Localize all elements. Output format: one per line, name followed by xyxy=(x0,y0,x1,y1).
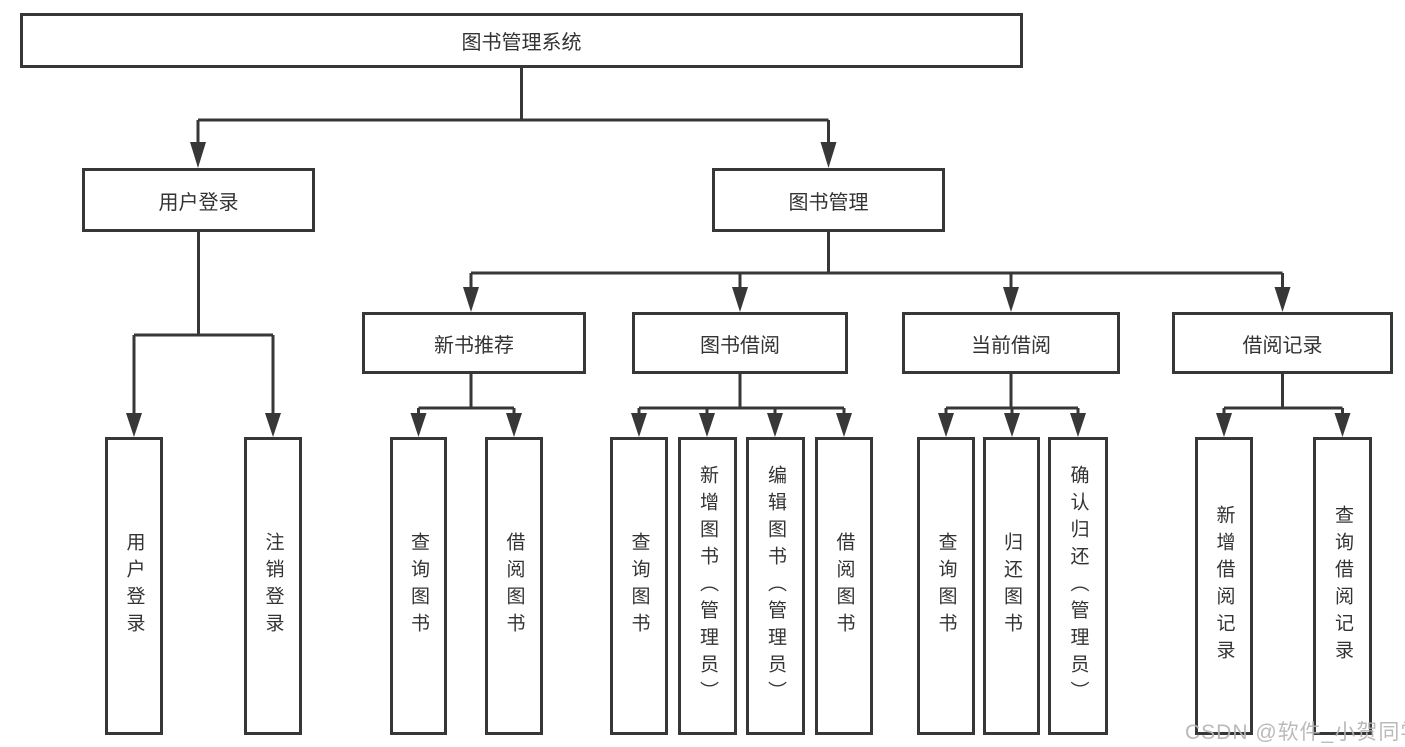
leaf-label-current-return: 归还图书 xyxy=(1001,532,1022,640)
node-new-book-recommend: 新书推荐 xyxy=(362,312,586,374)
node-leaf-user-login: 用户登录 xyxy=(105,437,163,735)
node-current-borrow: 当前借阅 xyxy=(902,312,1120,374)
node-user-login-branch: 用户登录 xyxy=(82,168,315,232)
leaf-label-newbooks-query: 查询图书 xyxy=(408,532,429,640)
leaf-label-current-confirm-admin: 确认归还（管理员） xyxy=(1067,464,1089,708)
node-leaf-logout: 注销登录 xyxy=(244,437,302,735)
leaf-label-borrow-borrow: 借阅图书 xyxy=(833,532,855,640)
node-leaf-borrow-query: 查询图书 xyxy=(610,437,668,735)
node-leaf-current-confirm-admin: 确认归还（管理员） xyxy=(1048,437,1108,735)
leaf-label-records-query: 查询借阅记录 xyxy=(1332,505,1353,667)
leaf-label-borrow-query: 查询图书 xyxy=(628,532,650,640)
node-leaf-current-return: 归还图书 xyxy=(983,437,1040,735)
leaf-label-borrow-add-admin: 新增图书（管理员） xyxy=(697,464,718,708)
leaf-label-newbooks-borrow: 借阅图书 xyxy=(503,532,525,640)
arrowhead-markers xyxy=(126,142,1351,437)
node-leaf-borrow-add-admin: 新增图书（管理员） xyxy=(678,437,737,735)
leaf-label-user-login: 用户登录 xyxy=(123,532,145,640)
node-book-management-branch: 图书管理 xyxy=(712,168,945,232)
node-leaf-newbooks-query: 查询图书 xyxy=(390,437,447,735)
node-leaf-current-query: 查询图书 xyxy=(917,437,975,735)
node-leaf-borrow-edit-admin: 编辑图书（管理员） xyxy=(746,437,805,735)
node-leaf-borrow-borrow: 借阅图书 xyxy=(815,437,873,735)
leaf-label-borrow-edit-admin: 编辑图书（管理员） xyxy=(765,464,786,708)
leaf-label-current-query: 查询图书 xyxy=(935,532,957,640)
node-leaf-records-add: 新增借阅记录 xyxy=(1195,437,1253,735)
node-book-borrow: 图书借阅 xyxy=(632,312,848,374)
node-leaf-records-query: 查询借阅记录 xyxy=(1313,437,1372,735)
node-borrow-records: 借阅记录 xyxy=(1172,312,1393,374)
node-root-system: 图书管理系统 xyxy=(20,13,1023,68)
leaf-label-logout: 注销登录 xyxy=(262,532,284,640)
leaf-label-records-add: 新增借阅记录 xyxy=(1213,505,1235,667)
node-leaf-newbooks-borrow: 借阅图书 xyxy=(485,437,543,735)
csdn-watermark: CSDN @软件_小贺同学 xyxy=(1185,721,1405,744)
